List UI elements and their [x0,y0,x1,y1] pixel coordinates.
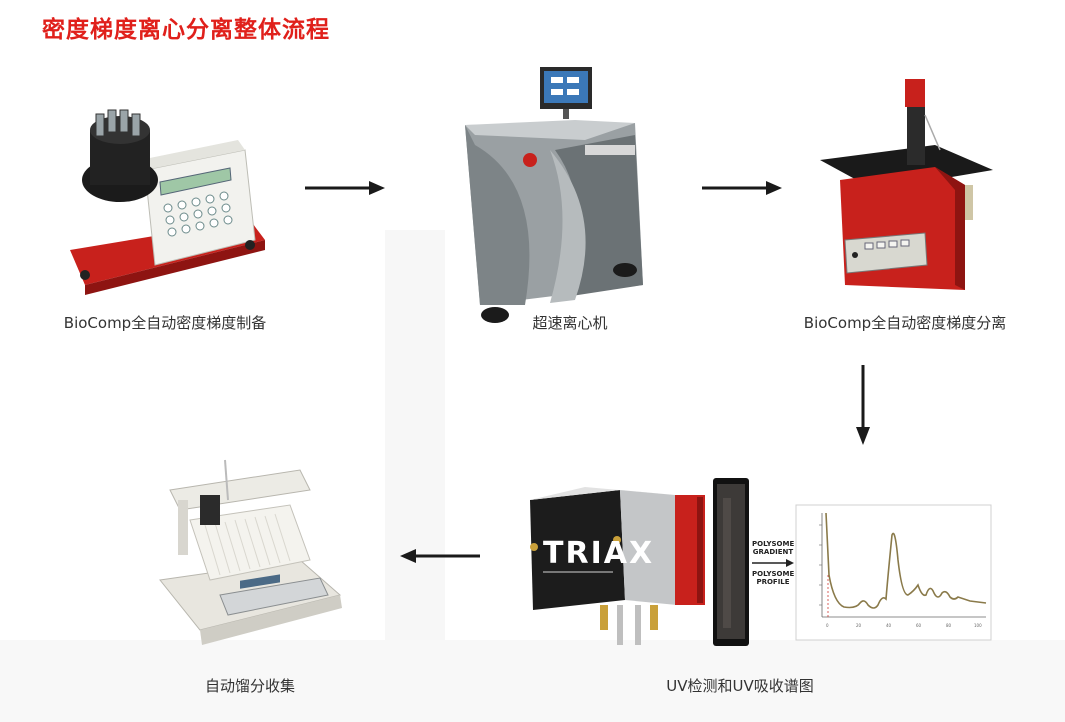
step-label-gradient-fractionation: BioComp全自动密度梯度分离 [803,314,1007,332]
svg-text:60: 60 [916,623,922,628]
gradient-station-image [820,79,993,290]
svg-text:0: 0 [826,623,829,628]
gradient-master-device-image [70,109,265,295]
tube-label-profile: POLYSOME PROFILE [752,570,795,586]
triax-detector-image: TRIAX [530,487,705,645]
svg-text:20: 20 [856,623,862,628]
ultracentrifuge-image [465,67,643,323]
step-label-gradient-preparation: BioComp全自动密度梯度制备 [63,314,267,332]
svg-text:100: 100 [974,623,982,628]
arrow-down [856,365,870,445]
uv-absorbance-profile-chart: 0 20 40 60 80 100 [795,504,992,641]
gradient-tube-image [713,478,749,646]
step-label-uv-detection: UV检测和UV吸收谱图 [666,677,814,695]
arrow-right-1 [305,181,385,195]
background-ghost-base [0,640,1065,722]
step-label-ultracentrifuge: 超速离心机 [532,314,608,332]
arrow-right-2 [702,181,782,195]
triax-brand-text: TRIAX [543,536,654,571]
background-ghost-column [385,230,445,710]
svg-text:80: 80 [946,623,952,628]
small-arrow-right [752,559,794,567]
svg-text:40: 40 [886,623,892,628]
arrow-left [400,549,480,563]
step-label-fraction-collection: 自动馏分收集 [204,677,295,695]
fraction-collector-image [159,459,342,645]
tube-label-gradient: POLYSOME GRADIENT [752,540,795,556]
page-title: 密度梯度离心分离整体流程 [42,17,330,43]
